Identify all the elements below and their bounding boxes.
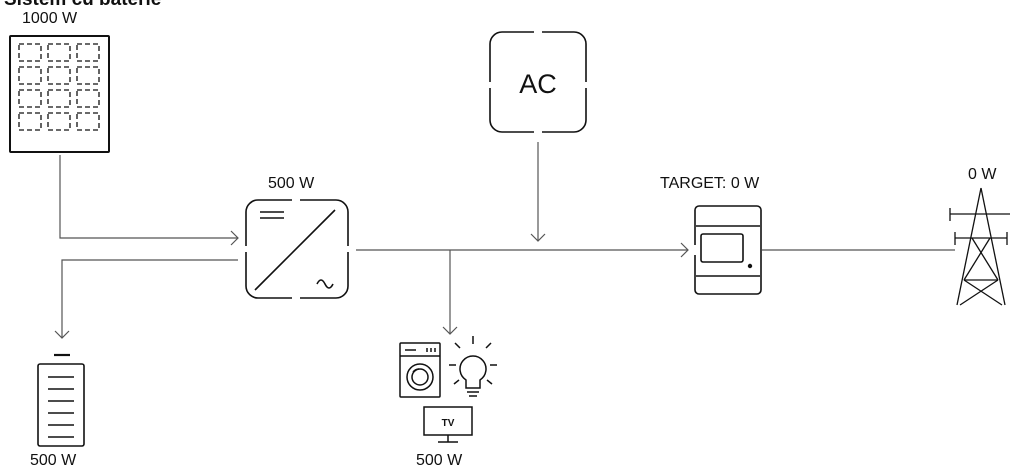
light-bulb-icon [449,336,497,397]
arrow-into-meter [680,242,689,258]
solar-panel-icon [9,35,110,153]
energy-meter-icon [691,205,762,295]
grid-power-label: 0 W [968,166,997,183]
connection-lines [54,138,955,339]
washing-machine-icon [399,342,441,398]
battery-icon [37,353,85,447]
tv-icon: TV [423,406,473,443]
power-pylon-icon [949,187,1010,306]
inverter-icon [240,194,356,304]
ac-label: AC [519,69,557,99]
ac-unit-icon: AC [480,22,596,142]
arrow-into-consumers [442,326,458,335]
solar-power-label: 1000 W [22,10,78,27]
consumers-power-label: 500 W [416,452,463,469]
inverter-to-battery-line [61,259,238,338]
tv-label: TV [442,418,455,429]
arrow-into-inverter [230,230,239,246]
arrow-into-battery [54,330,70,339]
arrow-from-ac [530,233,546,242]
battery-power-label: 500 W [30,452,77,469]
meter-target-label: TARGET: 0 W [660,175,760,192]
inverter-power-label: 500 W [268,175,315,192]
diagram-title: Sistem cu baterie [4,0,161,11]
solar-to-inverter-line [59,155,238,239]
